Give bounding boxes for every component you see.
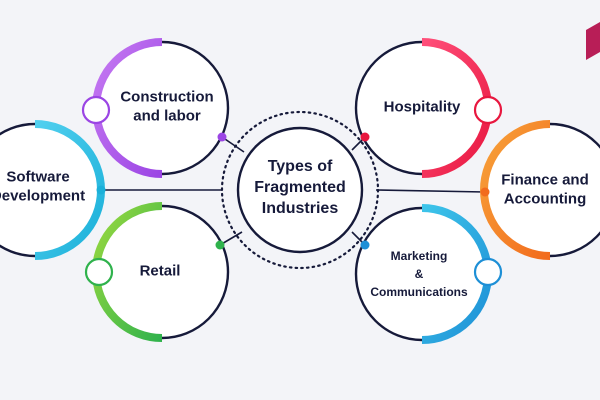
connector-lines	[101, 136, 486, 246]
dot-retail	[215, 240, 225, 250]
ring-outline-software	[0, 122, 36, 258]
ring-outline-construction	[161, 40, 230, 176]
connector-finance	[375, 189, 486, 193]
label-software: Software Development	[0, 168, 85, 206]
center-group	[220, 110, 380, 270]
ring-outline-finance	[549, 122, 600, 258]
label-marketing-line-3: Communications	[370, 285, 468, 299]
label-retail: Retail	[140, 263, 181, 282]
center-dotted-ring	[220, 110, 380, 270]
center-title-line-3: Industries	[261, 199, 339, 217]
ring-fill-construction	[96, 42, 228, 174]
label-marketing: Marketing & Communications	[370, 247, 467, 301]
label-retail-line-1: Retail	[139, 262, 181, 280]
label-finance-line-2: Accounting	[503, 190, 587, 207]
center-circle	[236, 126, 364, 254]
label-marketing-line-1: Marketing	[390, 249, 448, 263]
ring-outline-marketing	[354, 206, 423, 342]
mini-circle-marketing	[473, 257, 503, 287]
ring-group	[0, 38, 600, 344]
ring-software	[0, 120, 106, 260]
label-construction-line-1: Construction	[120, 88, 214, 106]
label-marketing-line-2: &	[414, 267, 424, 281]
center-title: Types of Fragmented Industries	[254, 157, 346, 219]
dot-finance	[480, 187, 490, 197]
label-software-line-2: Development	[0, 187, 86, 204]
ring-construction	[81, 38, 230, 178]
center-title-line-2: Fragmented	[254, 178, 346, 196]
ring-fill-marketing	[356, 208, 488, 340]
dot-software	[96, 185, 106, 195]
ring-marketing	[354, 204, 503, 344]
label-software-line-1: Software	[6, 168, 70, 186]
dot-construction	[217, 132, 227, 142]
ring-retail	[84, 202, 230, 342]
ring-fill-software	[0, 124, 101, 256]
dot-hospitality	[360, 132, 370, 142]
ring-fill-retail	[96, 206, 228, 338]
label-hospitality-line-1: Hospitality	[383, 98, 461, 116]
ring-fill-finance	[484, 124, 600, 256]
label-hospitality: Hospitality	[384, 99, 461, 118]
label-finance: Finance and Accounting	[501, 171, 589, 209]
label-construction-line-2: and labor	[133, 107, 201, 124]
label-construction: Construction and labor	[120, 88, 213, 126]
corner-accent	[586, 22, 600, 60]
mini-circle-construction	[81, 95, 111, 125]
ring-outline-hospitality	[354, 40, 423, 176]
center-title-line-1: Types of	[267, 157, 333, 175]
ring-fill-hospitality	[356, 42, 488, 174]
label-finance-line-1: Finance and	[501, 171, 589, 189]
mini-circle-hospitality	[473, 95, 503, 125]
mini-circle-retail	[84, 257, 114, 287]
ring-finance	[480, 120, 600, 260]
ring-hospitality	[354, 38, 503, 178]
dot-marketing	[360, 240, 370, 250]
ring-outline-retail	[161, 204, 230, 340]
